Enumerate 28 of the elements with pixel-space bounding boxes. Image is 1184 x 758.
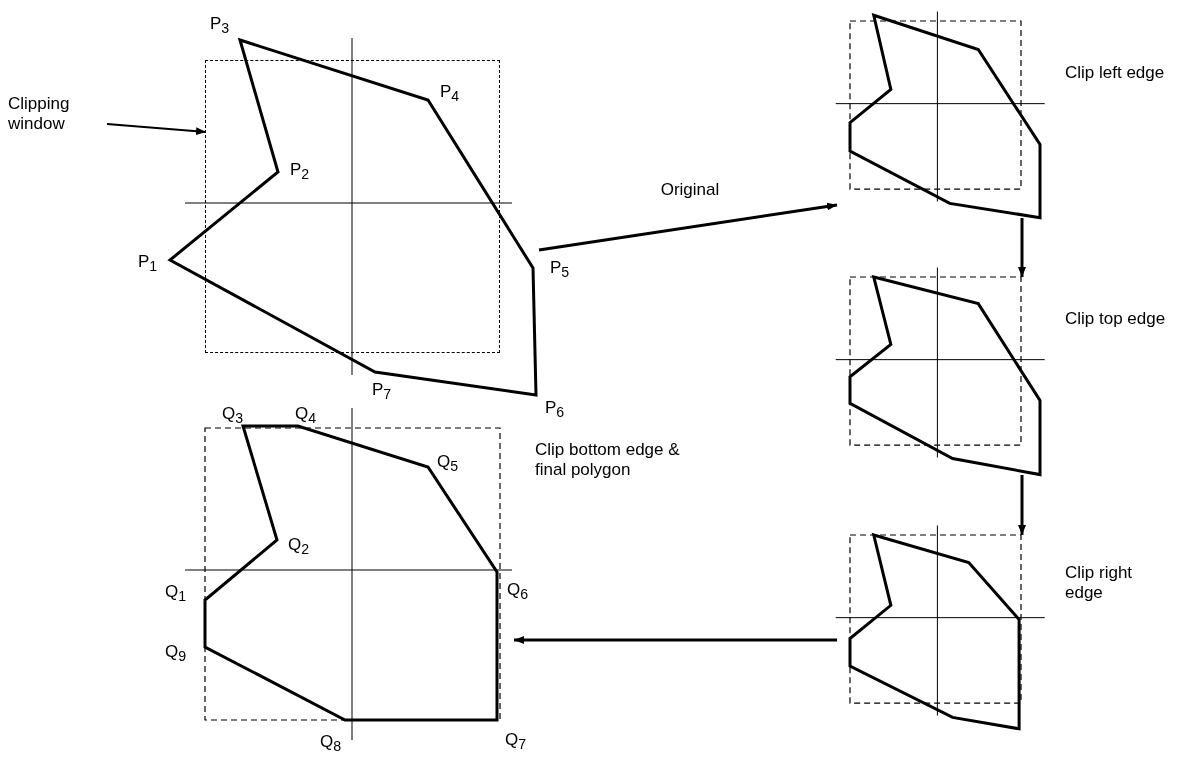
vertex-label: P$_{7}$ [372, 380, 392, 403]
panel-caption: Clip right edge [1065, 563, 1134, 603]
arrow [514, 636, 837, 644]
vertex-label: P$_{2}$ [290, 160, 310, 183]
panel-caption: Clip bottom edge & final polygon [535, 440, 681, 480]
vertex-label: P$_{4}$ [440, 82, 460, 105]
arrow [1018, 218, 1026, 277]
vertex-label: Q$_{3}$ [222, 404, 244, 427]
vertex-label: Q$_{6}$ [507, 580, 529, 603]
vertex-label: P$_{3}$ [210, 14, 230, 37]
panel-caption: Clip left edge [1065, 63, 1166, 83]
vertex-label: Q$_{8}$ [320, 732, 342, 755]
arrow [1018, 475, 1026, 535]
leader-arrow [106, 123, 207, 136]
vertex-label: Q$_{1}$ [165, 582, 187, 605]
panel-caption: Clip top edge [1065, 309, 1167, 329]
edge-label: Original [658, 180, 722, 200]
callout-text: Clipping window [8, 92, 108, 142]
vertex-label: Q$_{5}$ [437, 452, 459, 475]
vertex-label: P$_{6}$ [545, 398, 565, 421]
arrow [538, 202, 838, 252]
vertex-label: Q$_{2}$ [288, 535, 310, 558]
vertex-label: Q$_{4}$ [295, 404, 317, 427]
vertex-label: Q$_{7}$ [505, 730, 527, 753]
vertex-label: Q$_{9}$ [165, 642, 187, 665]
clipping-window [205, 60, 500, 353]
vertex-label: P$_{5}$ [550, 258, 570, 281]
vertex-label: P$_{1}$ [138, 252, 158, 275]
